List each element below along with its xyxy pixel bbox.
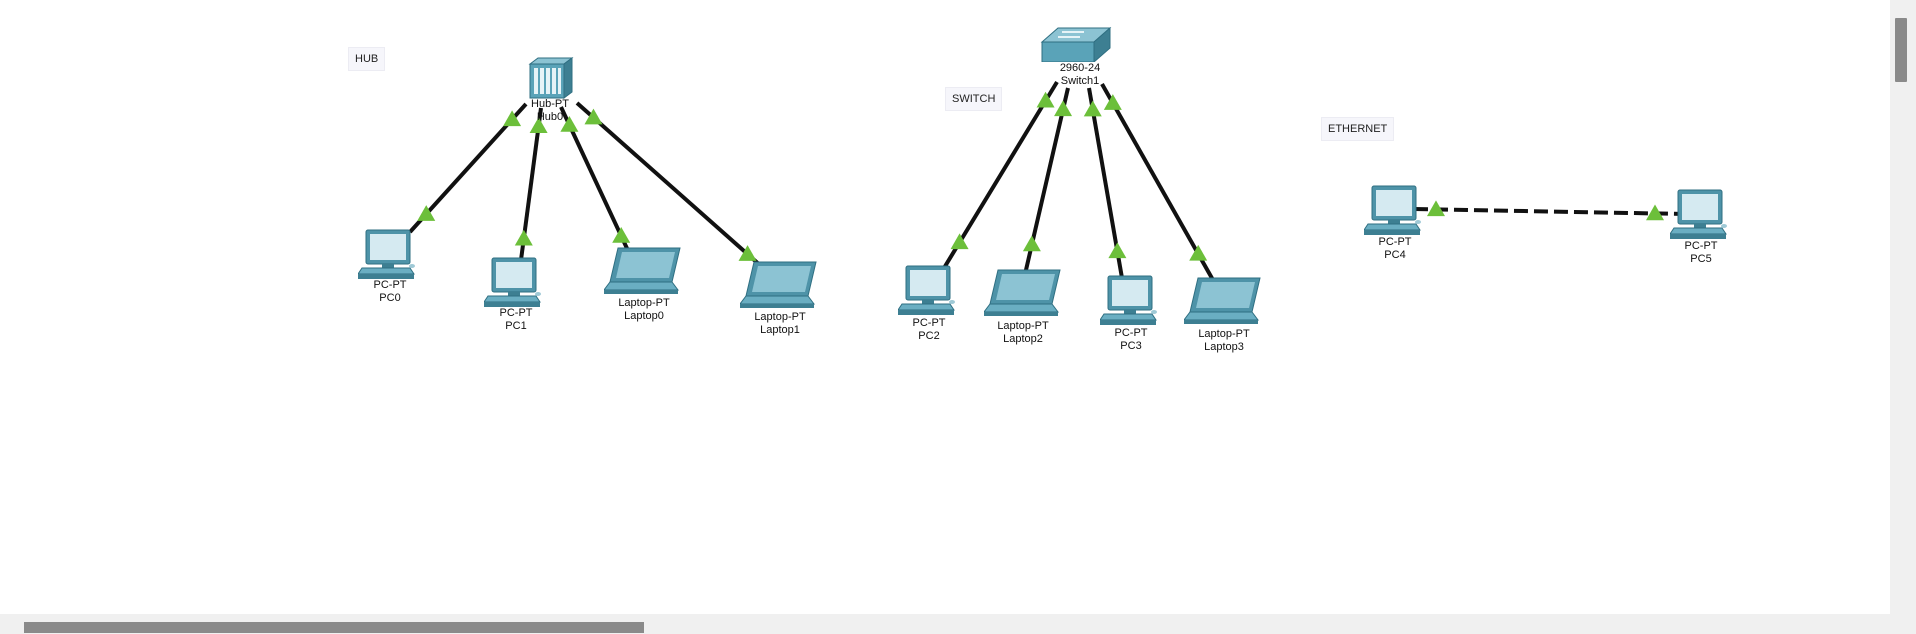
link-status-up-icon	[417, 205, 436, 221]
model-hub0: Hub-PT	[531, 98, 569, 110]
device-pc1[interactable]	[484, 256, 542, 310]
link-switch1-pc2[interactable]	[942, 80, 1059, 270]
label-laptop2: Laptop-PT Laptop2	[997, 320, 1048, 346]
switch-icon	[1040, 26, 1112, 62]
link-status-up-icon	[1022, 235, 1041, 252]
link-status-up-icon	[1108, 242, 1127, 259]
device-hub0[interactable]	[526, 56, 574, 100]
pc-icon	[484, 257, 541, 307]
model-laptop1: Laptop-PT	[754, 311, 806, 323]
label-pc4: PC-PT PC4	[1379, 236, 1412, 262]
link-status-up-icon	[503, 110, 522, 127]
note-ethernet[interactable]: ETHERNET	[1321, 117, 1395, 141]
pc-icon	[1364, 185, 1421, 235]
laptop-icon	[740, 261, 817, 308]
link-status-up-icon	[1646, 204, 1665, 221]
laptop-icon	[1184, 277, 1261, 324]
model-pc4: PC-PT	[1378, 236, 1412, 248]
horizontal-scroll-thumb[interactable]	[24, 622, 644, 633]
name-laptop0: Laptop0	[624, 310, 664, 322]
link-status-up-icon	[1036, 91, 1055, 108]
link-pc4-pc5[interactable]	[1413, 207, 1686, 216]
link-status-up-icon	[560, 116, 579, 132]
name-hub0: Hub0	[536, 111, 564, 123]
name-pc4: PC4	[1384, 249, 1406, 261]
model-switch1: 2960-24	[1059, 62, 1101, 74]
device-pc2[interactable]	[898, 264, 956, 318]
pc-icon	[358, 229, 415, 279]
label-pc2: PC-PT PC2	[913, 317, 946, 343]
link-status-up-icon	[738, 245, 757, 261]
link-status-up-icon	[1103, 94, 1122, 110]
name-laptop3: Laptop3	[1204, 341, 1244, 353]
device-pc4[interactable]	[1364, 184, 1422, 238]
link-status-up-icon	[1189, 244, 1208, 261]
device-pc3[interactable]	[1100, 274, 1158, 328]
link-switch1-laptop3[interactable]	[1100, 83, 1215, 281]
model-pc5: PC-PT	[1684, 240, 1718, 252]
label-laptop1: Laptop-PT Laptop1	[754, 311, 805, 337]
device-laptop2[interactable]	[984, 266, 1062, 320]
name-pc0: PC0	[379, 292, 401, 304]
laptop-icon	[984, 269, 1061, 316]
vertical-scroll-thumb[interactable]	[1895, 18, 1907, 82]
note-switch[interactable]: SWITCH	[945, 87, 1003, 111]
link-status-up-icon	[1054, 100, 1073, 117]
model-pc1: PC-PT	[499, 307, 533, 319]
hub-icon	[528, 57, 574, 99]
laptop-icon	[604, 247, 681, 294]
link-status-up-icon	[612, 227, 631, 243]
device-switch1[interactable]	[1040, 26, 1112, 62]
label-pc0: PC-PT PC0	[374, 279, 407, 305]
link-status-up-icon	[584, 108, 603, 125]
model-pc3: PC-PT	[1114, 327, 1148, 339]
note-hub[interactable]: HUB	[348, 47, 386, 71]
device-pc0[interactable]	[358, 228, 416, 282]
name-pc5: PC5	[1690, 253, 1712, 265]
name-pc2: PC2	[918, 330, 940, 342]
model-pc2: PC-PT	[912, 317, 946, 329]
model-laptop3: Laptop-PT	[1198, 328, 1250, 340]
pc-icon	[898, 265, 955, 315]
vertical-scrollbar[interactable]	[1890, 0, 1916, 614]
link-hub0-laptop1[interactable]	[575, 101, 772, 276]
label-pc5: PC-PT PC5	[1685, 240, 1718, 266]
name-pc1: PC1	[505, 320, 527, 332]
link-status-up-icon	[514, 229, 533, 246]
label-laptop3: Laptop-PT Laptop3	[1198, 328, 1249, 354]
logical-workspace[interactable]: HUB SWITCH ETHERNET Hub-PT Hub0 2960-24	[0, 0, 1890, 614]
name-switch1: Switch1	[1060, 75, 1100, 87]
device-pc5[interactable]	[1670, 188, 1728, 242]
label-pc3: PC-PT PC3	[1115, 327, 1148, 353]
label-laptop0: Laptop-PT Laptop0	[618, 297, 669, 323]
name-laptop2: Laptop2	[1003, 333, 1043, 345]
pc-icon	[1100, 275, 1157, 325]
links-layer	[408, 80, 1686, 281]
device-laptop1[interactable]	[740, 258, 818, 312]
model-pc0: PC-PT	[373, 279, 407, 291]
link-status-up-icon	[1426, 200, 1445, 217]
label-hub0: Hub-PT Hub0	[531, 98, 569, 124]
link-status-up-icon	[950, 233, 969, 250]
label-pc1: PC-PT PC1	[500, 307, 533, 333]
device-laptop0[interactable]	[604, 244, 682, 298]
device-laptop3[interactable]	[1184, 274, 1262, 328]
model-laptop0: Laptop-PT	[618, 297, 670, 309]
model-laptop2: Laptop-PT	[997, 320, 1049, 332]
name-pc3: PC3	[1120, 340, 1142, 352]
name-laptop1: Laptop1	[760, 324, 800, 336]
link-status-up-icon	[529, 117, 548, 133]
label-switch1: 2960-24 Switch1	[1060, 62, 1100, 88]
link-status-up-icon	[1083, 100, 1102, 117]
pc-icon	[1670, 189, 1727, 239]
